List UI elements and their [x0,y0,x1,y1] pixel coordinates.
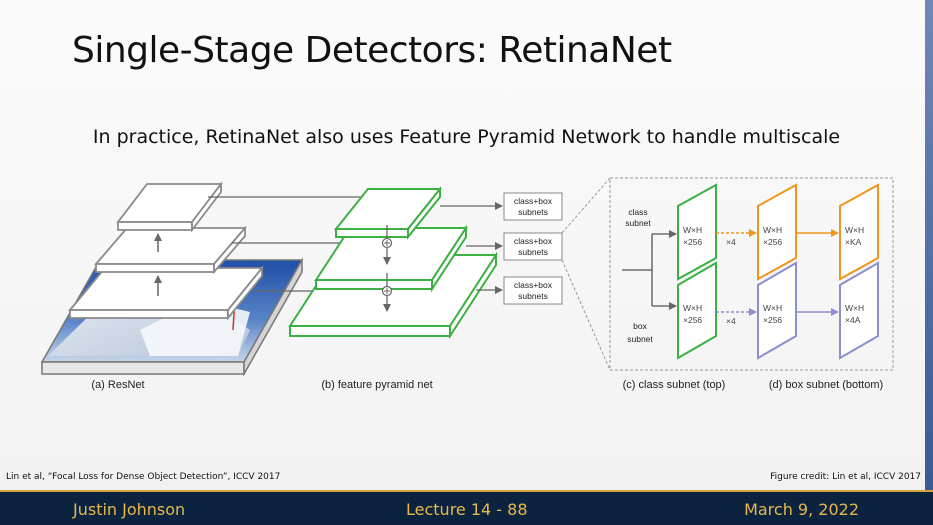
citation-left: Lin et al, “Focal Loss for Dense Object … [6,472,281,482]
svg-text:×256: ×256 [763,237,782,247]
svg-text:W×H: W×H [763,303,782,313]
svg-text:subnet: subnet [627,334,653,344]
svg-text:subnet: subnet [625,218,651,228]
feature-pyramid-net [288,186,503,340]
slide-subtitle: In practice, RetinaNet also uses Feature… [92,126,841,148]
svg-text:×256: ×256 [763,315,782,325]
head-input: class subnet box subnet [622,207,677,344]
subnet-box-2: class+box subnets [503,232,563,261]
figure-credit: Figure credit: Lin et al, ICCV 2017 [770,472,921,482]
svg-text:×4: ×4 [726,237,736,247]
subnet-box-1: class+box subnets [503,192,563,221]
panel-c-label: (c) class subnet (top) [623,379,726,391]
box-subnet-head: W×H ×256 ×4 W×H ×256 W×H ×4A [677,261,879,360]
class-subnet-head: W×H ×256 ×4 W×H ×256 W×H ×KA [677,183,879,281]
slide-accent-bar [925,0,933,490]
slide-footer: Justin Johnson Lecture 14 - 88 March 9, … [0,490,933,525]
slide-title: Single-Stage Detectors: RetinaNet [72,30,672,71]
svg-text:W×H: W×H [683,225,702,235]
svg-text:W×H: W×H [763,225,782,235]
svg-text:W×H: W×H [683,303,702,313]
panel-b-label: (b) feature pyramid net [321,379,432,391]
footer-lecture: Lecture 14 - 88 [406,500,528,519]
panel-a-label: (a) ResNet [91,379,144,391]
svg-text:×256: ×256 [683,237,702,247]
footer-date: March 9, 2022 [744,500,859,519]
class-subnet-label: class [628,207,647,217]
svg-text:W×H: W×H [845,303,864,313]
footer-author: Justin Johnson [73,500,186,519]
svg-text:subnets: subnets [518,247,548,257]
svg-text:subnets: subnets [518,291,548,301]
svg-text:class+box: class+box [514,236,553,246]
retinanet-figure: (a) ResNet [40,177,894,391]
svg-text:×256: ×256 [683,315,702,325]
subnet-box-3: class+box subnets [503,276,563,305]
svg-text:subnets: subnets [518,207,548,217]
svg-text:class+box: class+box [514,196,553,206]
svg-text:×4A: ×4A [845,315,861,325]
panel-d-label: (d) box subnet (bottom) [769,379,883,391]
svg-text:W×H: W×H [845,225,864,235]
svg-text:class+box: class+box [514,280,553,290]
svg-text:×KA: ×KA [845,237,862,247]
zoom-box [609,177,894,371]
box-subnet-label: box [633,321,647,331]
resnet-backbone [40,181,386,377]
svg-text:×4: ×4 [726,316,736,326]
